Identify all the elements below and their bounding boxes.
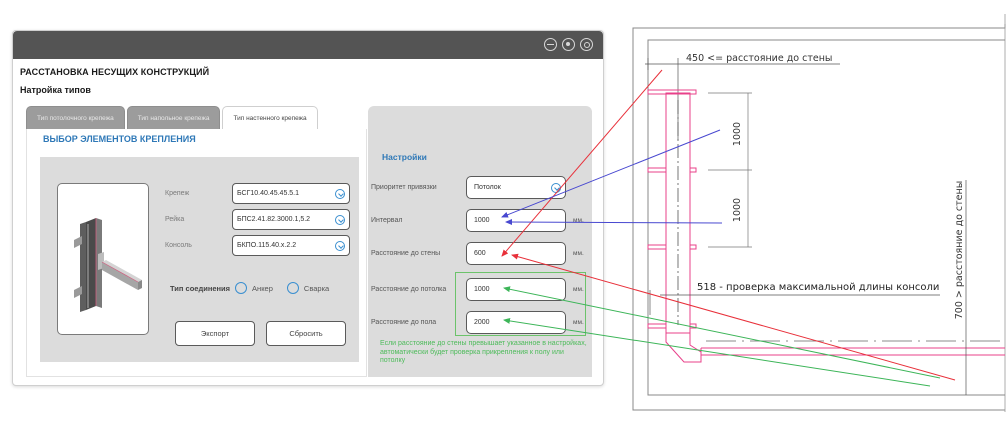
floor-distance-unit: мм.: [573, 319, 584, 326]
panel-heading: ВЫБОР ЭЛЕМЕНТОВ КРЕПЛЕНИЯ: [43, 134, 196, 144]
radio-welding[interactable]: Сварка: [286, 282, 330, 294]
ceiling-distance-unit: мм.: [573, 286, 584, 293]
dropdown-arrow-icon[interactable]: [335, 188, 345, 199]
interval-unit: мм.: [573, 217, 584, 224]
field-fastener: Крепеж БСГ10.40.45.45.5.1: [165, 183, 350, 204]
radio-welding-label: Сварка: [303, 283, 330, 293]
dim-interval-2: 1000: [732, 198, 743, 222]
interval-value: 1000: [474, 217, 490, 224]
close-icon[interactable]: [580, 38, 593, 51]
tab-wall-fastener[interactable]: Тип настенного крепежа: [222, 106, 318, 131]
dim-console-check: 518 - проверка максимальной длины консол…: [697, 282, 939, 293]
connection-type-group: Тип соединения Анкер Сварка: [170, 282, 343, 294]
binding-priority-label: Приоритет привязки: [371, 184, 437, 191]
setting-floor-distance: Расстояние до пола 2000 мм.: [371, 311, 584, 334]
console-value: БКПО.115.40.x.2.2: [237, 242, 297, 249]
bracket-3d-icon: [74, 218, 142, 312]
setting-wall-distance: Расстояние до стены 600 мм.: [371, 242, 584, 265]
connection-type-label: Тип соединения: [170, 283, 231, 293]
wall-distance-label: Расстояние до стены: [371, 250, 441, 257]
title-bar[interactable]: [13, 31, 603, 59]
floor-distance-value: 2000: [474, 319, 490, 326]
wall-distance-value: 600: [474, 250, 486, 257]
field-rail: Рейка БПС2.41.82.3000.1,5.2: [165, 209, 350, 230]
fastener-preview-image: [57, 183, 149, 335]
export-button[interactable]: Экспорт: [175, 321, 255, 346]
window-controls: [544, 38, 593, 51]
minimize-icon[interactable]: [544, 38, 557, 51]
dim-wall-distance-top: 450 <= расстояние до стены: [686, 53, 832, 64]
app-title: РАССТАНОВКА НЕСУЩИХ КОНСТРУКЦИЙ: [20, 67, 210, 77]
dim-interval-1: 1000: [732, 122, 743, 146]
fastener-dropdown[interactable]: БСГ10.40.45.45.5.1: [232, 183, 350, 204]
radio-circle-icon[interactable]: [286, 282, 299, 294]
wall-distance-unit: мм.: [573, 250, 584, 257]
floor-distance-label: Расстояние до пола: [371, 319, 437, 326]
rail-label: Рейка: [165, 216, 185, 223]
wall-distance-input[interactable]: 600: [466, 242, 566, 265]
field-console: Консоль БКПО.115.40.x.2.2: [165, 235, 350, 256]
radio-anchor-label: Анкер: [252, 283, 273, 293]
setting-ceiling-distance: Расстояние до потолка 1000 мм.: [371, 278, 584, 301]
dropdown-arrow-icon[interactable]: [335, 240, 345, 251]
ceiling-distance-input[interactable]: 1000: [466, 278, 566, 301]
interval-input[interactable]: 1000: [466, 209, 566, 232]
console-label: Консоль: [165, 242, 192, 249]
tab-ceiling-fastener[interactable]: Тип потолочного крепежа: [26, 106, 125, 130]
dropdown-arrow-icon[interactable]: [335, 214, 345, 225]
fastener-label: Крепеж: [165, 190, 190, 197]
dim-wall-distance-side: 700 > расстояние до стены: [954, 181, 965, 319]
settings-panel: Настройки Приоритет привязки Потолок Инт…: [368, 106, 592, 377]
maximize-icon[interactable]: [562, 38, 575, 51]
interval-label: Интервал: [371, 217, 403, 224]
tab-bar: Тип потолочного крепежа Тип напольное кр…: [26, 106, 320, 131]
floor-distance-input[interactable]: 2000: [466, 311, 566, 334]
rail-value: БПС2.41.82.3000.1,5.2: [237, 216, 311, 223]
tab-floor-fastener[interactable]: Тип напольное крепежа: [126, 106, 221, 130]
binding-priority-value: Потолок: [474, 184, 501, 191]
ceiling-distance-label: Расстояние до потолка: [371, 286, 447, 293]
fastener-selection-panel: ВЫБОР ЭЛЕМЕНТОВ КРЕПЛЕНИЯ: [26, 129, 367, 377]
radio-anchor[interactable]: Анкер: [235, 282, 273, 294]
section-title: Натройка типов: [20, 85, 91, 95]
settings-title: Настройки: [382, 152, 427, 162]
fastener-elements-box: Крепеж БСГ10.40.45.45.5.1 Рейка БПС2.41.…: [40, 157, 359, 362]
cad-drawing: 450 <= расстояние до стены 1000 1000 518…: [632, 14, 1006, 412]
binding-priority-dropdown[interactable]: Потолок: [466, 176, 566, 199]
fastener-value: БСГ10.40.45.45.5.1: [237, 190, 300, 197]
rail-dropdown[interactable]: БПС2.41.82.3000.1,5.2: [232, 209, 350, 230]
dropdown-arrow-icon[interactable]: [551, 182, 561, 193]
setting-interval: Интервал 1000 мм.: [371, 209, 584, 232]
settings-note: Если расстояние до стены превышает указа…: [380, 340, 587, 364]
reset-button[interactable]: Сбросить: [266, 321, 346, 346]
ceiling-distance-value: 1000: [474, 286, 490, 293]
radio-circle-icon[interactable]: [235, 282, 248, 294]
app-window: РАССТАНОВКА НЕСУЩИХ КОНСТРУКЦИЙ Натройка…: [12, 30, 604, 386]
setting-binding-priority: Приоритет привязки Потолок: [371, 176, 566, 199]
console-dropdown[interactable]: БКПО.115.40.x.2.2: [232, 235, 350, 256]
